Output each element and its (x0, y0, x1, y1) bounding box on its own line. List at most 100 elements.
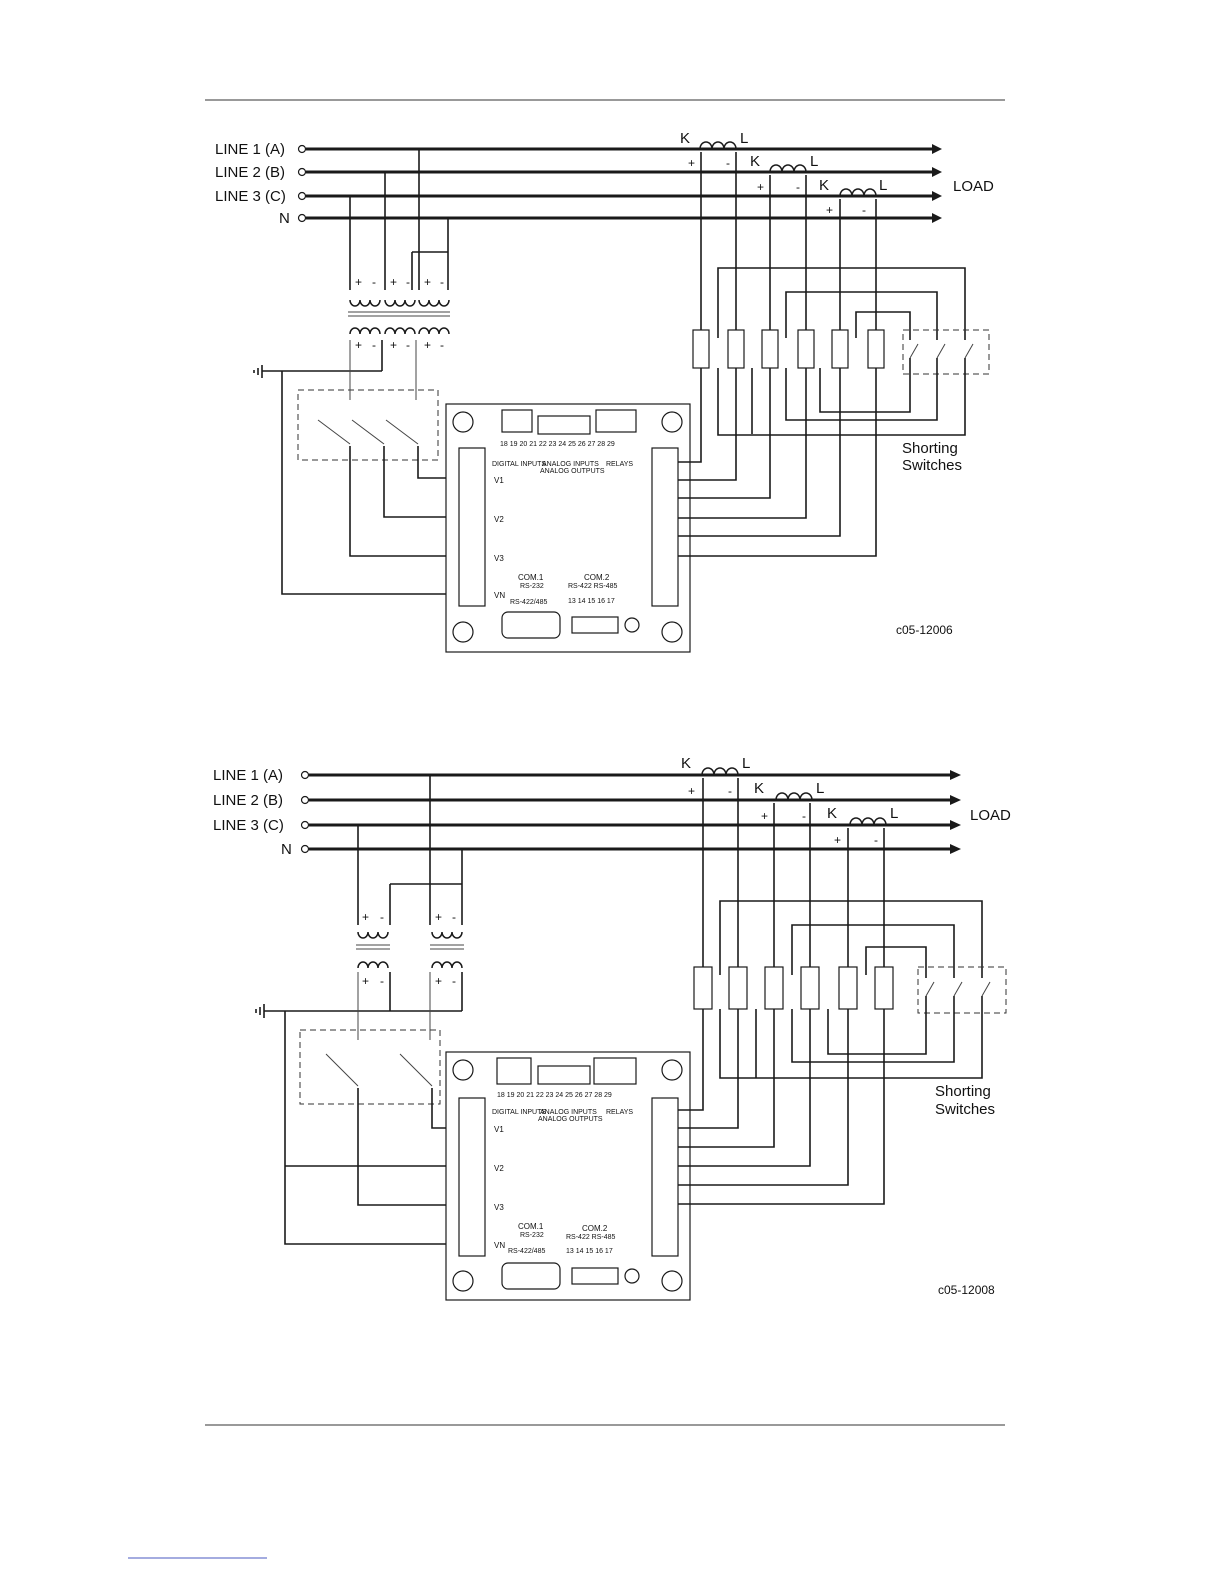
meter-bottom: 18 19 20 21 22 23 24 25 26 27 28 29 DIGI… (445, 1051, 691, 1301)
pt1-minus-b: - (380, 910, 384, 924)
relays-label-b: RELAYS (606, 1109, 633, 1116)
com1-label: COM.1 (518, 573, 544, 582)
com2-label: COM.2 (584, 573, 610, 582)
ct1-k: K (680, 130, 690, 147)
pt3-minus: - (440, 275, 444, 289)
test-block-4 (797, 329, 815, 369)
line1-terminal-b (300, 770, 310, 780)
meter-top-terminals: 18 19 20 21 22 23 24 25 26 27 28 29 (500, 441, 615, 448)
test-block-3 (761, 329, 779, 369)
analog-outputs-label-b: ANALOG OUTPUTS (538, 1116, 603, 1123)
neutral-arrow (932, 213, 942, 223)
v1-label-b: V1 (494, 1125, 504, 1134)
shorting-label-2: Switches (902, 457, 962, 474)
neutral-terminal-b (300, 844, 310, 854)
line3-terminal (297, 191, 307, 201)
ct2-plus: + (757, 180, 764, 194)
meter-top-terminals-b: 18 19 20 21 22 23 24 25 26 27 28 29 (497, 1092, 612, 1099)
neutral-arrow-b (950, 844, 961, 854)
neutral-label-b: N (281, 841, 292, 858)
ct2-k: K (750, 153, 760, 170)
vn-label: VN (494, 591, 505, 600)
analog-inputs-label: ANALOG INPUTS (542, 461, 599, 468)
test-block-6-b (874, 966, 894, 1010)
com2-rs-b: RS-422 RS-485 (566, 1234, 616, 1241)
com1-rs422: RS-422/485 (510, 599, 547, 606)
meter-top: 18 19 20 21 22 23 24 25 26 27 28 29 DIGI… (445, 403, 691, 653)
pt1s-plus-b: + (362, 974, 369, 988)
shorting-label-1-b: Shorting (935, 1083, 991, 1100)
line1-arrow-b (950, 770, 961, 780)
test-block-3-b (764, 966, 784, 1010)
test-block-6 (867, 329, 885, 369)
com1-rs232: RS-232 (520, 583, 544, 590)
diagram-top: LINE 1 (A) LINE 2 (B) LINE 3 (C) N LOAD … (215, 130, 994, 653)
v3-label-b: V3 (494, 1203, 504, 1212)
test-block-5-b (838, 966, 858, 1010)
com1-label-b: COM.1 (518, 1222, 544, 1231)
ct2-l: L (810, 153, 818, 170)
fuse-switch-box (297, 389, 439, 461)
line2-arrow (932, 167, 942, 177)
digital-inputs-label-b: DIGITAL INPUTS (492, 1109, 546, 1116)
ct3-plus-b: + (834, 833, 841, 847)
test-block-1-b (693, 966, 713, 1010)
pt2s-minus-b: - (452, 974, 456, 988)
ct1-plus-b: + (688, 784, 695, 798)
com2-rs: RS-422 RS-485 (568, 583, 618, 590)
ct3-l-b: L (890, 805, 898, 822)
v1-label: V1 (494, 476, 504, 485)
line3-arrow (932, 191, 942, 201)
vn-label-b: VN (494, 1241, 505, 1250)
fuse-switch-box-b (299, 1029, 441, 1105)
ct2-plus-b: + (761, 809, 768, 823)
load-label: LOAD (953, 178, 994, 195)
ct3-l: L (879, 177, 887, 194)
ct1-l-b: L (742, 755, 750, 772)
figure-code-bottom: c05-12008 (938, 1283, 995, 1297)
pt1s-minus: - (372, 338, 376, 352)
load-label-b: LOAD (970, 807, 1011, 824)
com1-rs422-b: RS-422/485 (508, 1248, 545, 1255)
diagram-bottom: LINE 1 (A) LINE 2 (B) LINE 3 (C) N LOAD … (213, 755, 1011, 1301)
line3-arrow-b (950, 820, 961, 830)
figure-code-top: c05-12006 (896, 623, 953, 637)
ct3-k-b: K (827, 805, 837, 822)
ct2-l-b: L (816, 780, 824, 797)
shorting-label-2-b: Switches (935, 1101, 995, 1118)
line1-label-b: LINE 1 (A) (213, 767, 283, 784)
v2-label: V2 (494, 515, 504, 524)
line1-arrow (932, 144, 942, 154)
test-block-1 (692, 329, 710, 369)
pt1s-plus: + (355, 338, 362, 352)
ct3-minus-b: - (874, 833, 878, 847)
shorting-label-1: Shorting (902, 440, 958, 457)
pt2-minus-b: - (452, 910, 456, 924)
ct3-plus: + (826, 203, 833, 217)
com2-pins-b: 13 14 15 16 17 (566, 1248, 613, 1255)
ct2-k-b: K (754, 780, 764, 797)
shorting-switch-box (902, 329, 990, 375)
com1-rs232-b: RS-232 (520, 1232, 544, 1239)
line3-label: LINE 3 (C) (215, 188, 286, 205)
com2-pins: 13 14 15 16 17 (568, 598, 615, 605)
neutral-terminal (297, 213, 307, 223)
ct3-k: K (819, 177, 829, 194)
test-block-5 (831, 329, 849, 369)
test-block-2 (727, 329, 745, 369)
pt2-plus: + (390, 275, 397, 289)
ct3-minus: - (862, 203, 866, 217)
ct2-minus-b: - (802, 809, 806, 823)
pt2s-plus: + (390, 338, 397, 352)
pt1-minus: - (372, 275, 376, 289)
line2-arrow-b (950, 795, 961, 805)
pt2s-minus: - (406, 338, 410, 352)
pt1-plus-b: + (362, 910, 369, 924)
relays-label: RELAYS (606, 461, 633, 468)
line2-label-b: LINE 2 (B) (213, 792, 283, 809)
test-block-2-b (728, 966, 748, 1010)
neutral-label: N (279, 210, 290, 227)
v3-label: V3 (494, 554, 504, 563)
line1-terminal (297, 144, 307, 154)
